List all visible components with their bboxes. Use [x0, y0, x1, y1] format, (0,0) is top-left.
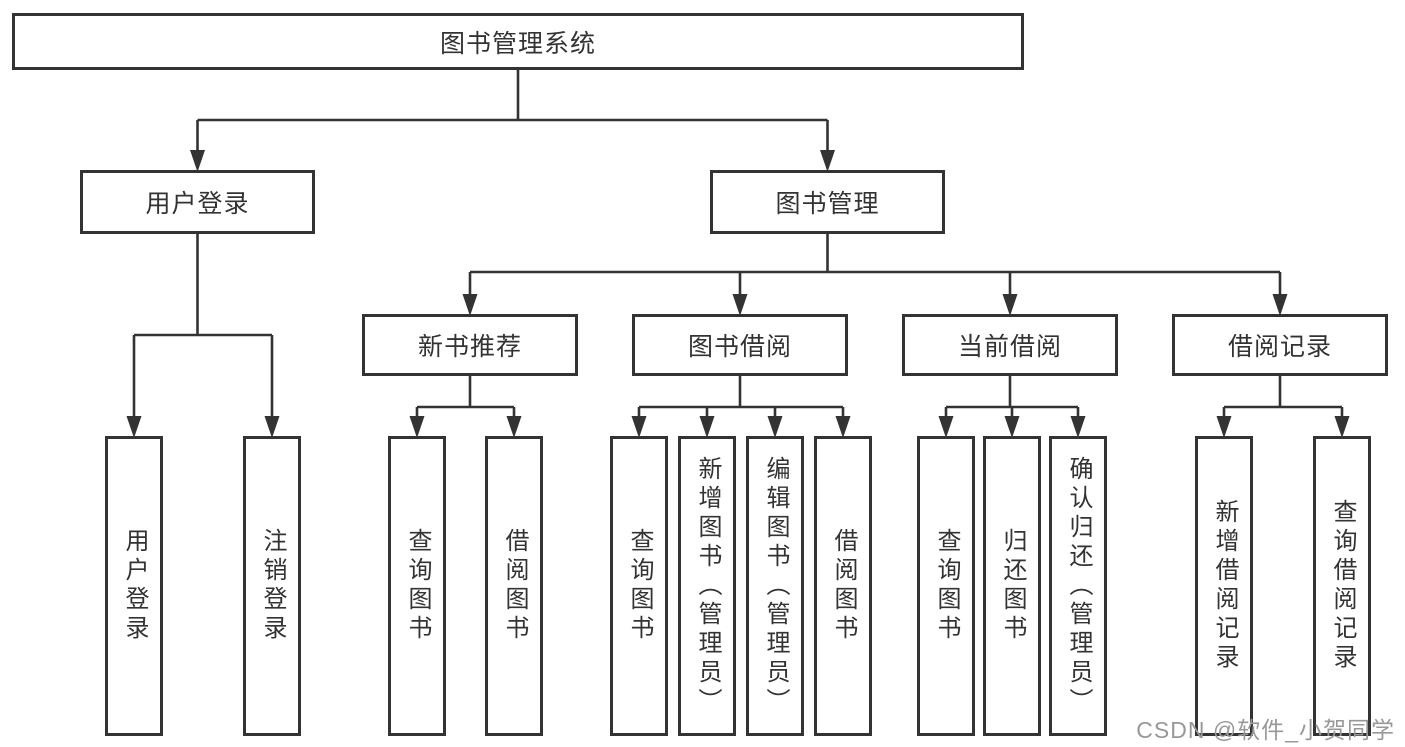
node-leaf-bb-borrow: 借阅图书 [814, 436, 872, 736]
node-leaf-bb-add: 新增图书（管理员） [678, 436, 736, 736]
node-leaf-br-query: 查询借阅记录 [1313, 436, 1371, 736]
node-leaf-bb-query: 查询图书 [610, 436, 668, 736]
node-label: 新书推荐 [417, 333, 522, 361]
arrowhead-icon [190, 150, 205, 172]
arrowhead-icon [409, 416, 425, 438]
arrowhead-icon [699, 416, 715, 438]
node-label: 图书管理系统 [439, 29, 596, 58]
node-label: 新增借阅记录 [1211, 499, 1238, 673]
node-label: 借阅图书 [830, 528, 857, 644]
node-label: 图书管理 [775, 190, 880, 218]
arrowhead-icon [1070, 416, 1086, 438]
arrowhead-icon [767, 416, 783, 438]
node-new-book-rec: 新书推荐 [362, 314, 578, 376]
node-label: 编辑图书（管理员） [762, 455, 789, 717]
node-book-borrow: 图书借阅 [632, 314, 848, 376]
node-leaf-bb-edit: 编辑图书（管理员） [746, 436, 804, 736]
arrowhead-icon [835, 416, 851, 438]
arrowhead-icon [1002, 294, 1018, 316]
node-user-login: 用户登录 [80, 170, 315, 234]
node-book-mgmt: 图书管理 [710, 170, 945, 234]
arrowhead-icon [732, 294, 748, 316]
arrowhead-icon [820, 150, 835, 172]
arrowhead-icon [1334, 416, 1350, 438]
node-label: 确认归还（管理员） [1065, 455, 1092, 717]
arrowhead-icon [126, 416, 142, 438]
arrowhead-icon [264, 416, 280, 438]
node-leaf-login: 用户登录 [105, 436, 163, 736]
node-leaf-nbr-borrow: 借阅图书 [485, 436, 543, 736]
node-label: 图书借阅 [687, 333, 792, 361]
node-label: 查询图书 [933, 528, 960, 644]
node-leaf-cb-query: 查询图书 [917, 436, 975, 736]
node-label: 归还图书 [999, 528, 1026, 644]
node-leaf-cb-confirm: 确认归还（管理员） [1049, 436, 1107, 736]
node-label: 当前借阅 [957, 333, 1062, 361]
node-label: 查询图书 [404, 528, 431, 644]
node-root: 图书管理系统 [12, 13, 1024, 70]
node-label: 用户登录 [121, 528, 148, 644]
node-label: 查询图书 [626, 528, 653, 644]
arrowhead-icon [1272, 294, 1288, 316]
node-label: 借阅记录 [1227, 333, 1332, 361]
node-leaf-cb-return: 归还图书 [983, 436, 1041, 736]
arrowhead-icon [631, 416, 647, 438]
arrowhead-icon [1216, 416, 1232, 438]
node-label: 新增图书（管理员） [694, 455, 721, 717]
node-label: 借阅图书 [501, 528, 528, 644]
node-leaf-nbr-query: 查询图书 [388, 436, 446, 736]
node-leaf-logout: 注销登录 [243, 436, 301, 736]
node-leaf-br-add: 新增借阅记录 [1195, 436, 1253, 736]
arrowhead-icon [462, 294, 478, 316]
node-current-borrow: 当前借阅 [902, 314, 1118, 376]
arrowhead-icon [1004, 416, 1020, 438]
arrowhead-icon [506, 416, 522, 438]
node-borrow-records: 借阅记录 [1172, 314, 1388, 376]
node-label: 注销登录 [259, 528, 286, 644]
node-label: 用户登录 [145, 190, 250, 218]
arrowhead-icon [938, 416, 954, 438]
node-label: 查询借阅记录 [1329, 499, 1356, 673]
